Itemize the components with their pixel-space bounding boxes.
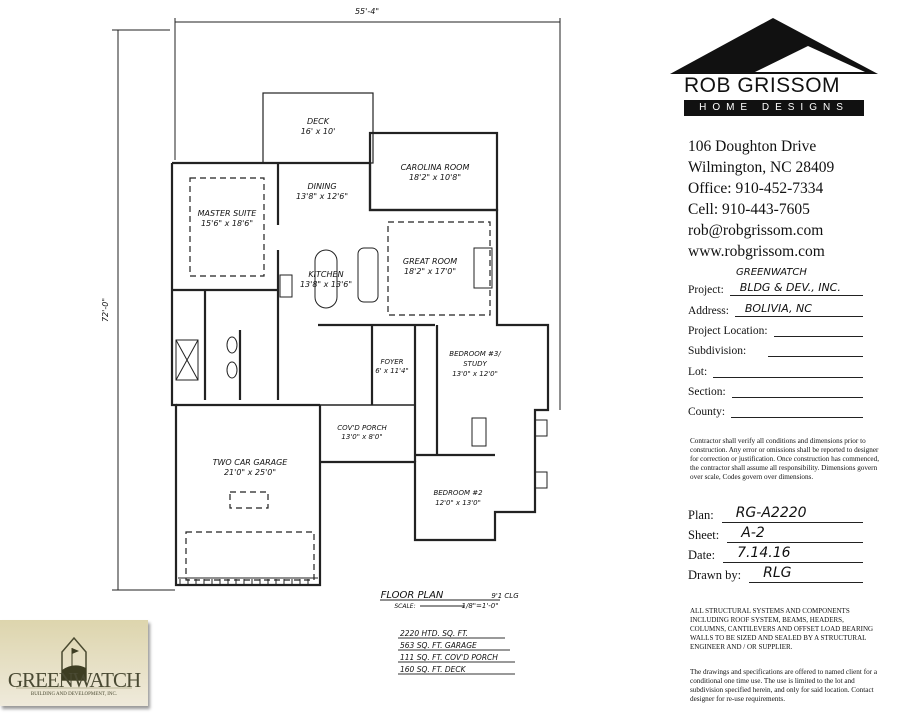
field-label: Project Location: — [688, 325, 768, 337]
scale-label: SCALE: — [394, 603, 415, 610]
width-dimension: 55'-4" — [355, 7, 379, 16]
designer-email[interactable]: rob@robgrissom.com — [688, 222, 824, 239]
field-value: A-2 — [727, 525, 863, 543]
area-porch: 111 SQ. FT. COV'D PORCH — [400, 653, 498, 662]
field-address: Address: BOLIVIA, NC — [688, 302, 863, 317]
field-plan: Plan: RG-A2220 — [688, 505, 863, 523]
room-name-bed3: BEDROOM #3/ — [449, 350, 501, 358]
room-size-foyer: 6' x 11'4" — [375, 367, 408, 375]
contractor-disclaimer: Contractor shall verify all conditions a… — [690, 437, 880, 481]
room-name-great: GREAT ROOM — [403, 257, 457, 266]
structural-note: ALL STRUCTURAL SYSTEMS AND COMPONENTS IN… — [690, 607, 874, 651]
field-label: Subdivision: — [688, 345, 747, 357]
room-size-bed2: 12'0" x 13'0" — [435, 499, 481, 507]
scale-value: 1/8"=1'-0" — [462, 602, 499, 610]
room-size-great: 18'2" x 17'0" — [404, 267, 456, 276]
field-project: Project: BLDG & DEV., INC. — [688, 281, 863, 296]
field-value: RG-A2220 — [721, 505, 863, 523]
field-value: BLDG & DEV., INC. — [729, 281, 863, 296]
area-garage: 563 SQ. FT. GARAGE — [400, 641, 477, 650]
designer-name: ROB GRISSOM — [684, 74, 841, 97]
project-name-line1: GREENWATCH — [736, 267, 807, 278]
room-name-dining: DINING — [307, 182, 336, 191]
designer-address-line2: Wilmington, NC 28409 — [688, 159, 835, 176]
room-name-foyer: FOYER — [380, 358, 403, 366]
field-value — [768, 342, 863, 357]
field-drawn-by: Drawn by: RLG — [688, 565, 863, 583]
area-heated: 2220 HTD. SQ. FT. — [400, 629, 468, 638]
rob-grissom-logo: ROB GRISSOM HOME DESIGNS — [670, 14, 882, 124]
field-label: Address: — [688, 305, 729, 317]
room-size-deck: 16' x 10' — [301, 127, 336, 136]
room-name-master: MASTER SUITE — [198, 209, 258, 218]
field-value — [773, 322, 863, 337]
field-lot: Lot: — [688, 363, 863, 378]
room-size-bed3: 13'0" x 12'0" — [452, 370, 498, 378]
room-size-garage: 21'0" x 25'0" — [224, 468, 276, 477]
field-value: BOLIVIA, NC — [734, 302, 863, 317]
field-label: Project: — [688, 284, 724, 296]
room-name-bed2: BEDROOM #2 — [433, 489, 483, 497]
room-size-carolina: 18'2" x 10'8" — [409, 173, 461, 182]
room-name-bed3-study: STUDY — [463, 360, 487, 368]
field-label: Lot: — [688, 366, 708, 378]
area-deck: 160 SQ. FT. DECK — [400, 665, 467, 674]
area-summary: 2220 HTD. SQ. FT. 563 SQ. FT. GARAGE 111… — [400, 629, 498, 674]
field-label: County: — [688, 406, 726, 418]
designer-office-phone: Office: 910-452-7334 — [688, 180, 824, 197]
ceiling-height: 9'1 CLG — [491, 592, 519, 600]
designer-website[interactable]: www.robgrissom.com — [688, 243, 825, 260]
greenwatch-logo: GREENWATCH BUILDING AND DEVELOPMENT, INC… — [0, 620, 148, 706]
room-size-dining: 13'8" x 12'6" — [296, 192, 348, 201]
field-section: Section: — [688, 383, 863, 398]
depth-dimension: 72'-0" — [101, 298, 110, 322]
field-sheet: Sheet: A-2 — [688, 525, 863, 543]
room-name-deck: DECK — [307, 117, 330, 126]
field-value: RLG — [749, 565, 863, 583]
field-value — [731, 403, 863, 418]
field-label: Date: — [688, 548, 716, 562]
room-name-porch: COV'D PORCH — [337, 424, 387, 432]
room-name-kitchen: KITCHEN — [308, 270, 343, 279]
greenwatch-sub: BUILDING AND DEVELOPMENT, INC. — [30, 692, 118, 697]
field-label: Sheet: — [688, 528, 720, 542]
field-value: 7.14.16 — [723, 545, 863, 563]
room-size-kitchen: 13'8" x 13'6" — [300, 280, 352, 289]
designer-cell-phone: Cell: 910-443-7605 — [688, 201, 810, 218]
room-name-carolina: CAROLINA ROOM — [401, 163, 470, 172]
field-label: Section: — [688, 386, 726, 398]
exterior-walls — [172, 161, 550, 542]
use-note: The drawings and specifications are offe… — [690, 668, 878, 703]
designer-address-line1: 106 Doughton Drive — [688, 138, 817, 155]
field-date: Date: 7.14.16 — [688, 545, 863, 563]
designer-tagline: HOME DESIGNS — [684, 100, 864, 116]
plan-title: FLOOR PLAN — [381, 590, 444, 601]
field-value — [713, 363, 863, 378]
greenwatch-name: GREENWATCH — [7, 668, 141, 692]
field-project-location: Project Location: — [688, 322, 863, 337]
field-label: Drawn by: — [688, 568, 742, 582]
field-subdivision: Subdivision: — [688, 342, 863, 357]
field-county: County: — [688, 403, 863, 418]
title-block: ROB GRISSOM HOME DESIGNS 106 Doughton Dr… — [670, 0, 900, 720]
room-size-porch: 13'0" x 8'0" — [341, 433, 382, 441]
field-value — [731, 383, 863, 398]
field-label: Plan: — [688, 508, 714, 522]
room-size-master: 15'6" x 18'6" — [201, 219, 253, 228]
floor-plan-drawing: 55'-4" 72'-0" DECK 16' x 10' CAROLINA RO… — [101, 7, 561, 675]
room-name-garage: TWO CAR GARAGE — [213, 458, 289, 467]
